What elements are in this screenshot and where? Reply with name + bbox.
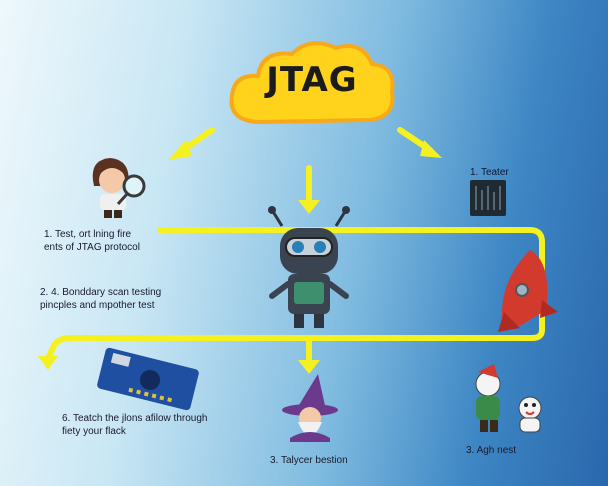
step6-label: 6. Teatch the jlons afilow through fiety…	[62, 413, 208, 437]
step1-label: 1. Test, ort lning fire ents of JTAG pro…	[44, 229, 140, 253]
wizard-character	[282, 374, 338, 442]
step3b-label: 3. Agh nest	[466, 445, 517, 456]
arrow-heads	[38, 140, 442, 374]
cloud-title: JTAG	[266, 60, 358, 100]
arrow-left-head	[168, 140, 192, 160]
arrow-right-head	[420, 140, 442, 158]
tester-label: 1. Teater	[470, 167, 509, 178]
circuit-board	[97, 347, 199, 411]
penguin-characters	[475, 364, 542, 433]
step3-label: 3. Talycer bestion	[270, 455, 348, 466]
robot-character	[268, 206, 350, 328]
loop-line	[45, 227, 545, 361]
rocket	[498, 250, 558, 332]
jtag-cloud	[229, 41, 395, 125]
arrow-down-head	[298, 200, 320, 214]
arrow-wizard-head	[298, 360, 320, 374]
step2-label: 2. 4. Bonddary scan testing pincples and…	[40, 287, 162, 311]
tester-chip	[470, 180, 506, 216]
detective-character	[92, 158, 146, 218]
arrow-loop-head	[38, 356, 58, 370]
